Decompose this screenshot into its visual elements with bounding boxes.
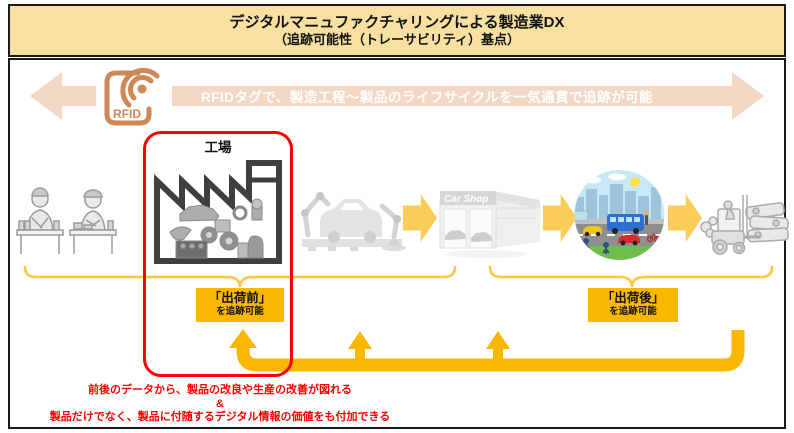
car-shop-icon: Car Shop [436,178,544,267]
page-title: デジタルマニュファクチャリングによる製造業DX [229,14,565,31]
footnote-line1: 前後のデータから、製品の改良や生産の改善が図れる [88,384,352,396]
scrap-recycle-icon [698,183,790,268]
rfid-tag-icon: RFID [96,61,172,129]
carshop-sign-text: Car Shop [444,194,488,205]
double-arrow-icon [30,72,764,120]
factory-label: 工場 [204,140,232,155]
footnote-line3: 製品だけでなく、製品に付随するデジタル情報の価値をも付加できる [49,411,391,423]
post-shipment-label: 「出荷後」 を追跡可能 [588,288,678,322]
rfid-label: RFID [113,107,141,121]
page-subtitle: （追跡可能性（トレーサビリティ）基点） [274,32,520,47]
pre-shipment-label: 「出荷前」 を追跡可能 [196,288,284,322]
footnote-line2: & [216,397,224,410]
city-street-icon [571,169,668,268]
title-box: デジタルマニュファクチャリングによる製造業DX （追跡可能性（トレーサビリティ）… [8,4,786,57]
rfid-banner [30,68,764,124]
rfid-banner-text: RFIDタグで、製造工程～製品のライフサイクルを一気通貫で追跡が可能 [200,90,654,105]
footnote: 前後のデータから、製品の改良や生産の改善が図れる & 製品だけでなく、製品に付随… [15,384,425,425]
workers-assembly-icon [12,182,120,267]
factory-icon [152,156,284,271]
robot-assembly-icon [298,183,406,260]
